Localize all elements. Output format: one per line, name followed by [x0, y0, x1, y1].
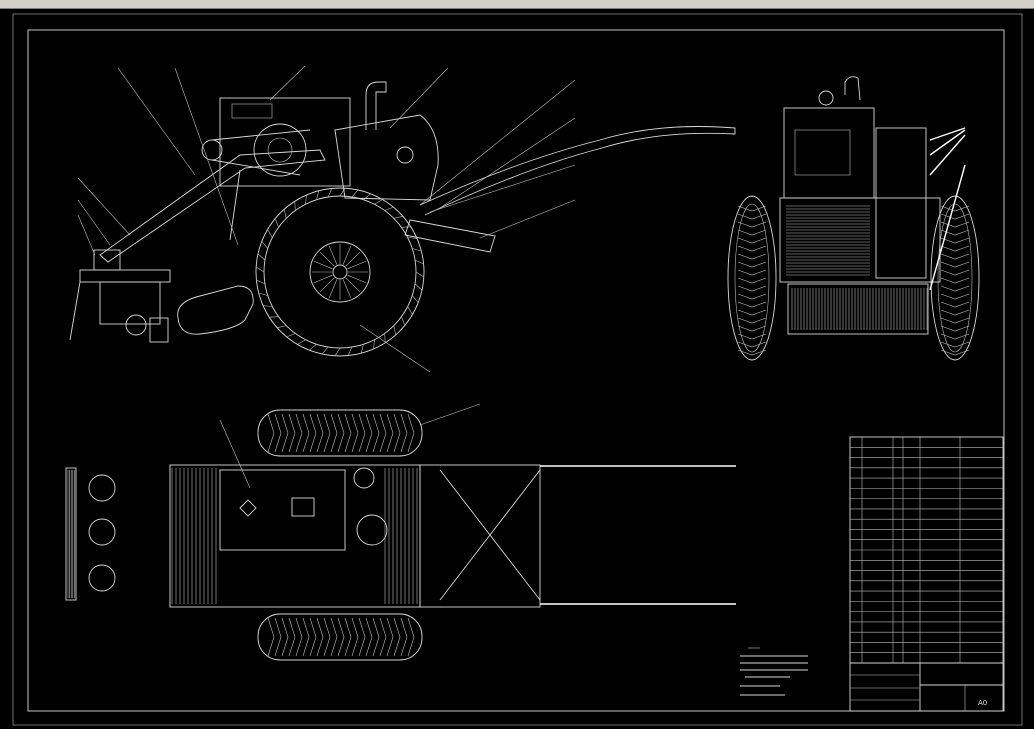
front-view-engine	[783, 107, 875, 199]
bill-of-materials-table	[849, 436, 1004, 664]
cad-toolbar-strip	[0, 0, 1034, 9]
plan-view-upper-tire	[257, 409, 423, 457]
engine-block	[219, 97, 351, 187]
plan-view-hitch-frame	[419, 464, 541, 608]
front-view-left-tire	[727, 195, 777, 361]
digging-shovel-housing	[93, 249, 121, 271]
sheet-inner-frame	[27, 29, 1005, 712]
side-view-wheel	[255, 187, 425, 357]
title-block: A0	[849, 662, 1004, 712]
plan-view-engine	[219, 469, 346, 551]
gearbox-housing	[334, 114, 439, 201]
plan-view-cutter-heads	[65, 467, 116, 601]
front-view	[727, 76, 980, 361]
handle-bar	[419, 126, 736, 216]
side-view	[69, 65, 736, 373]
front-view-right-tire	[930, 195, 980, 361]
plan-view-lower-tire	[257, 613, 423, 661]
sheet-outer-frame	[12, 13, 1023, 726]
sheet-size-label: A0	[978, 699, 987, 707]
plan-view	[65, 403, 736, 661]
technical-requirements-notes	[740, 647, 808, 696]
exhaust-pipe	[365, 81, 387, 130]
